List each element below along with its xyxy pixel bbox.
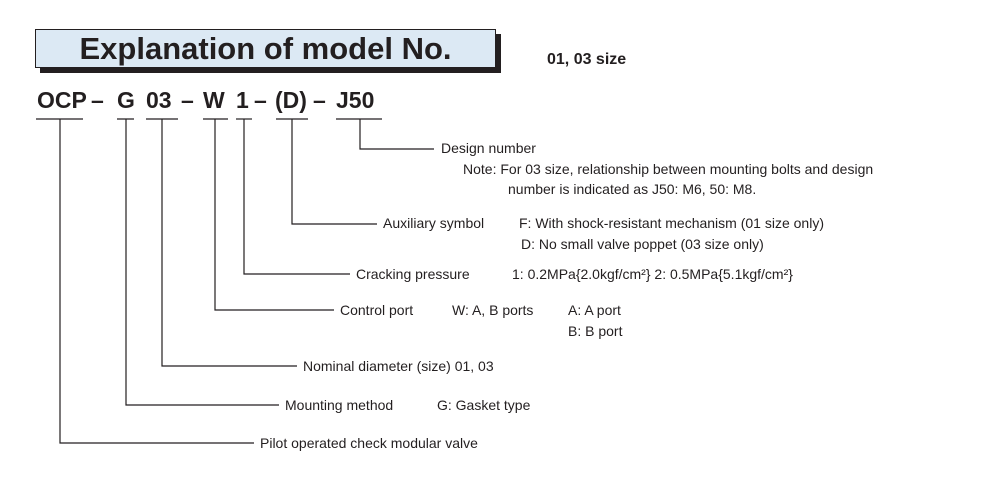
- code-dash-1: –: [91, 87, 104, 113]
- code-series: OCP: [37, 87, 87, 113]
- code-control: W: [203, 87, 225, 113]
- title-box: Explanation of model No.: [35, 29, 496, 68]
- code-diameter: 03: [146, 87, 172, 113]
- design-number-label: Design number: [441, 140, 536, 156]
- auxiliary-option-d: D: No small valve poppet (03 size only): [521, 236, 764, 252]
- code-pressure: 1: [236, 87, 249, 113]
- size-note: 01, 03 size: [547, 51, 627, 68]
- mounting-method-option-g: G: Gasket type: [437, 397, 531, 413]
- auxiliary-symbol-label: Auxiliary symbol: [383, 215, 485, 231]
- leader-series: [59, 119, 254, 444]
- code-dash-4: –: [313, 87, 326, 113]
- control-port-option-b: B: B port: [568, 323, 623, 339]
- page-title: Explanation of model No.: [79, 31, 452, 66]
- leader-design-number: [359, 119, 434, 150]
- cracking-pressure-label: Cracking pressure: [356, 266, 470, 282]
- auxiliary-option-f: F: With shock-resistant mechanism (01 si…: [519, 215, 824, 231]
- control-port-option-a: A: A port: [568, 302, 621, 318]
- design-number-note-2: number is indicated as J50: M6, 50: M8.: [508, 181, 757, 197]
- leader-control-port: [214, 119, 334, 311]
- leader-cracking-pressure: [243, 119, 350, 275]
- design-number-note-1: Note: For 03 size, relationship between …: [463, 161, 874, 177]
- leader-auxiliary-symbol: [291, 119, 377, 225]
- control-port-option-w: W: A, B ports: [452, 302, 534, 318]
- code-dash-2: –: [181, 87, 194, 113]
- nominal-diameter-label: Nominal diameter (size) 01, 03: [303, 358, 494, 374]
- control-port-label: Control port: [340, 302, 414, 318]
- leader-nominal-diameter: [161, 119, 297, 367]
- code-mounting: G: [117, 87, 135, 113]
- leader-mounting-method: [125, 119, 279, 406]
- code-auxiliary: (D): [275, 87, 307, 113]
- code-design: J50: [336, 87, 375, 113]
- cracking-pressure-values: 1: 0.2MPa{2.0kgf/cm²} 2: 0.5MPa{5.1kgf/c…: [512, 266, 793, 282]
- code-dash-3: –: [254, 87, 267, 113]
- series-label: Pilot operated check modular valve: [260, 435, 478, 451]
- mounting-method-label: Mounting method: [285, 397, 394, 413]
